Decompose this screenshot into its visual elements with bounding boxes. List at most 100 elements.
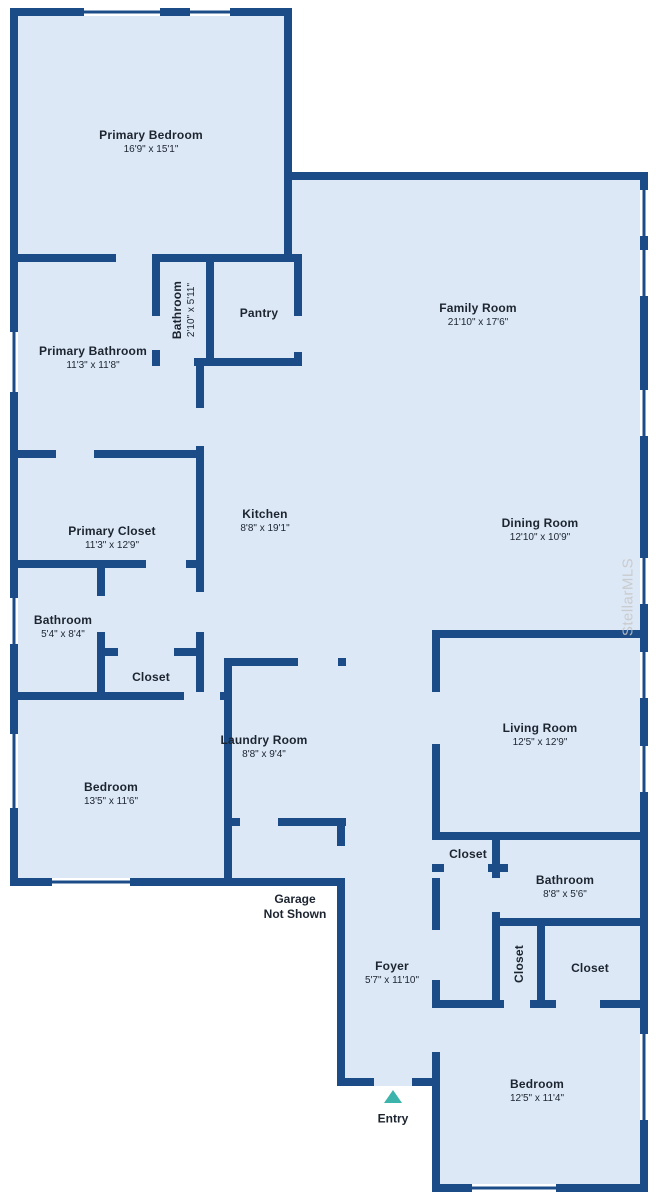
room-name: Primary Bathroom xyxy=(39,344,147,358)
window xyxy=(640,390,648,436)
door-opening xyxy=(116,254,152,262)
floor-area xyxy=(10,8,292,262)
room-name: Laundry Room xyxy=(220,733,308,747)
room-label-closet-rear: Closet xyxy=(571,961,609,975)
room-dims: 16'9" x 15'1" xyxy=(123,144,179,155)
garage-note-line2: Not Shown xyxy=(263,907,327,921)
floor-area xyxy=(285,172,648,638)
door-opening xyxy=(56,450,94,458)
room-label-closet-vertical: Closet xyxy=(512,945,526,983)
room-label-laundry-room: Laundry Room 8'8" x 9'4" xyxy=(220,733,307,761)
door-opening xyxy=(294,316,302,352)
room-label-pantry: Pantry xyxy=(240,306,279,320)
room-name: Primary Closet xyxy=(68,524,156,538)
door-opening xyxy=(184,692,220,700)
door-opening xyxy=(240,818,278,826)
door-opening xyxy=(432,930,440,980)
room-label-bathroom-rear: Bathroom 8'8" x 5'6" xyxy=(536,873,594,901)
wall-segment xyxy=(196,358,204,658)
room-name: Living Room xyxy=(502,721,578,735)
floor-area xyxy=(10,692,232,886)
floor-area xyxy=(10,450,204,568)
window xyxy=(640,250,648,296)
room-name: Family Room xyxy=(439,301,517,315)
wall-segment xyxy=(432,630,648,638)
wall-segment xyxy=(432,832,648,840)
window xyxy=(84,8,160,16)
window xyxy=(52,878,130,886)
wall-segment xyxy=(10,878,345,886)
wall-segment xyxy=(10,450,204,458)
floor-area xyxy=(224,818,345,886)
room-label-living-room: Living Room 12'5" x 12'9" xyxy=(503,721,578,749)
floor-area xyxy=(337,630,445,886)
wall-segment xyxy=(10,560,204,568)
wall-segment xyxy=(152,358,302,366)
room-label-kitchen: Kitchen 8'8" x 19'1" xyxy=(240,507,289,535)
room-dims: 12'10" x 10'9" xyxy=(509,532,571,543)
watermark: StellarMLS xyxy=(619,557,637,637)
room-label-primary-bathroom: Primary Bathroom 11'3" x 11'8" xyxy=(39,344,147,372)
room-name: Closet xyxy=(571,961,609,975)
wall-segment xyxy=(196,648,204,700)
window xyxy=(640,652,648,698)
wall-segment xyxy=(10,8,18,886)
door-opening xyxy=(160,358,194,366)
room-name: Dining Room xyxy=(501,516,579,530)
door-opening xyxy=(556,1000,600,1008)
garage-note-line1: Garage xyxy=(274,892,316,906)
door-opening xyxy=(444,864,488,872)
wall-segment xyxy=(152,254,160,366)
room-label-foyer: Foyer 5'7" x 11'10" xyxy=(365,959,419,987)
wall-segment xyxy=(337,878,345,1086)
room-dims: 8'8" x 9'4" xyxy=(242,749,286,760)
wall-segment xyxy=(284,8,292,262)
room-name: Bedroom xyxy=(509,1077,565,1091)
room-label-closet-small: Closet xyxy=(449,847,487,861)
garage-note: Garage Not Shown xyxy=(264,892,327,922)
door-opening xyxy=(196,592,204,632)
room-dims: 2'10" x 5'11" xyxy=(186,282,197,338)
wall-segment xyxy=(10,692,232,700)
room-dims: 12'5" x 12'9" xyxy=(512,737,568,748)
room-label-dining-room: Dining Room 12'10" x 10'9" xyxy=(502,516,579,544)
room-label-primary-bedroom: Primary Bedroom 16'9" x 15'1" xyxy=(99,128,203,156)
room-name: Bathroom xyxy=(33,613,93,627)
wall-segment xyxy=(224,658,232,886)
room-label-bedroom-rear: Bedroom 12'5" x 11'4" xyxy=(510,1077,564,1105)
room-name: Bathroom xyxy=(170,280,184,340)
floor-area xyxy=(345,878,440,1086)
window xyxy=(10,734,18,808)
door-opening xyxy=(97,596,105,632)
room-name: Closet xyxy=(132,670,170,684)
door-opening xyxy=(432,692,440,744)
door-opening xyxy=(196,408,204,446)
room-name: Bathroom xyxy=(535,873,595,887)
entry-label: Entry xyxy=(377,1111,409,1126)
room-label-bathroom-hall: Bathroom 5'4" x 8'4" xyxy=(34,613,92,641)
window xyxy=(640,190,648,236)
room-name: Closet xyxy=(449,847,487,861)
wall-segment xyxy=(284,172,648,180)
window xyxy=(640,746,648,792)
window xyxy=(472,1184,556,1192)
window xyxy=(10,598,18,644)
wall-segment xyxy=(224,818,346,826)
wall-segment xyxy=(432,1000,648,1008)
room-label-bedroom-left: Bedroom 13'5" x 11'6" xyxy=(84,780,138,808)
floor-area xyxy=(10,366,204,458)
room-dims: 21'10" x 17'6" xyxy=(447,317,509,328)
room-name: Bedroom xyxy=(83,780,139,794)
room-dims: 12'5" x 11'4" xyxy=(509,1093,565,1104)
window xyxy=(640,1034,648,1120)
room-dims: 11'3" x 11'8" xyxy=(66,360,120,371)
entry-door-opening xyxy=(374,1078,412,1086)
room-name: Pantry xyxy=(239,306,279,320)
room-dims: 13'5" x 11'6" xyxy=(83,796,139,807)
room-label-family-room: Family Room 21'10" x 17'6" xyxy=(439,301,517,329)
window xyxy=(10,332,18,392)
door-opening xyxy=(118,648,174,656)
room-name: Closet xyxy=(512,945,526,983)
room-label-bathroom-small: Bathroom 2'10" x 5'11" xyxy=(170,281,198,339)
